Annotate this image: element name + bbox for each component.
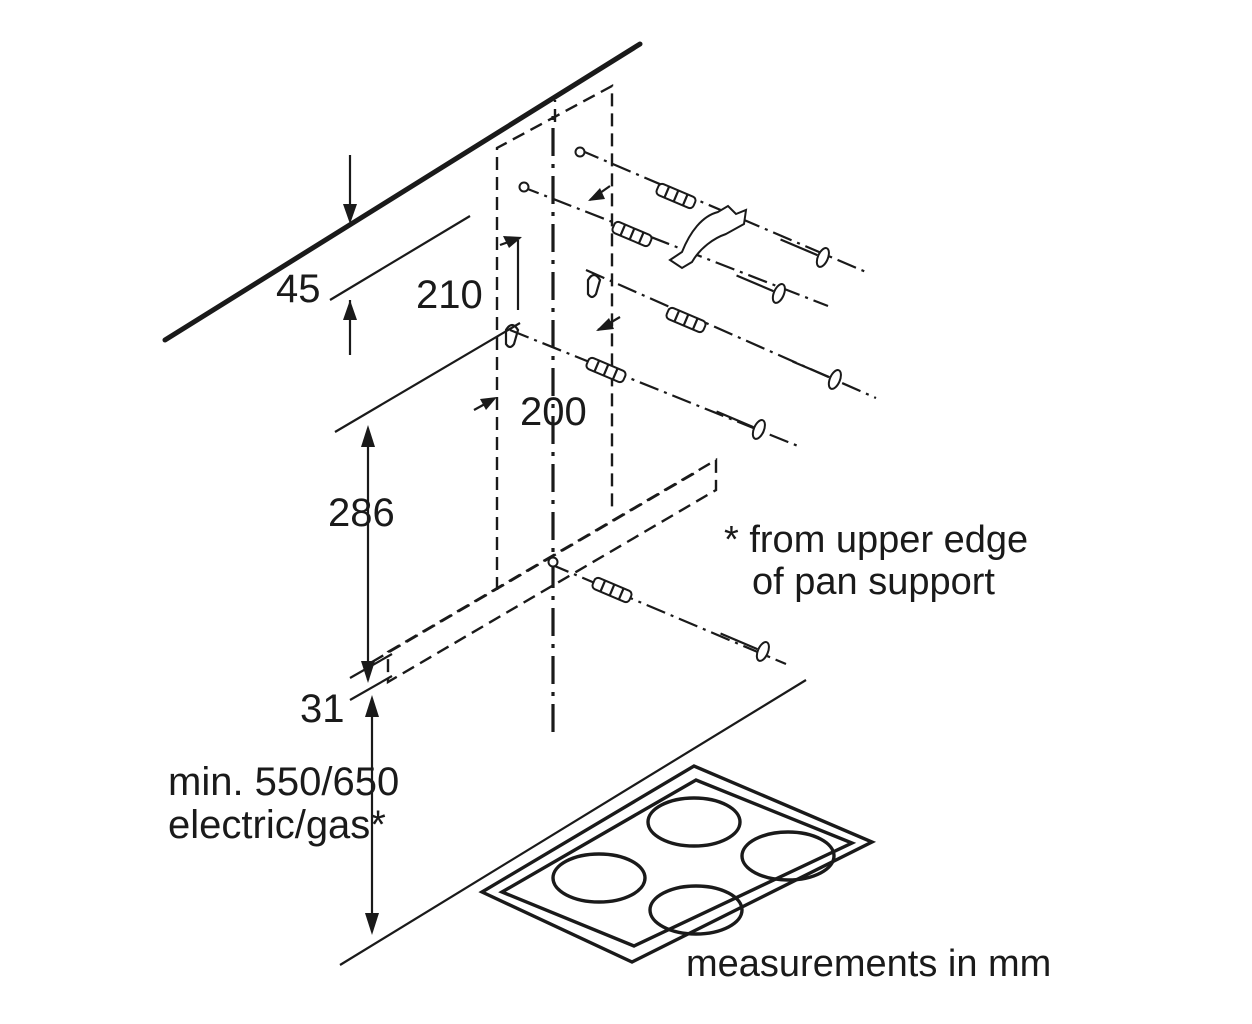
dimension-31: [349, 653, 393, 701]
burner-front: [648, 884, 744, 936]
ceiling-line: [162, 41, 643, 343]
wall-plug: [611, 220, 653, 248]
burner-back: [646, 796, 742, 848]
wall-plugs: [585, 182, 707, 604]
screw: [780, 238, 830, 268]
mounting-hook: [668, 204, 748, 270]
screws: [716, 238, 842, 662]
burner-left: [551, 852, 647, 904]
burner-right: [740, 830, 836, 882]
drill-holes: [504, 146, 602, 568]
dimension-label-31: 31: [300, 687, 345, 731]
dimension-45: [329, 155, 471, 355]
dimension-210: [499, 185, 611, 310]
wall-plug: [591, 576, 633, 604]
wall-plug: [655, 182, 697, 210]
screw: [736, 274, 786, 304]
dimension-label-200: 200: [520, 390, 587, 434]
dimension-200: [473, 316, 621, 411]
footnote-line1: * from upper edge: [724, 519, 1028, 561]
hood-bracket-outline: [371, 457, 718, 685]
screw: [792, 360, 842, 390]
screw: [716, 410, 766, 440]
units-note: measurements in mm: [686, 943, 1051, 985]
footnote-line2: of pan support: [752, 561, 995, 603]
dimension-label-45: 45: [276, 267, 321, 311]
dimension-label-286: 286: [328, 491, 395, 535]
clearance-label-line1: min. 550/650: [168, 760, 399, 804]
wall-plug: [585, 356, 627, 384]
screw: [720, 632, 770, 662]
wall-plug: [665, 306, 707, 334]
clearance-label-line2: electric/gas*: [168, 803, 386, 847]
cooktop: [478, 764, 877, 964]
dimension-label-210: 210: [416, 273, 483, 317]
dimension-clearance: [339, 679, 807, 966]
